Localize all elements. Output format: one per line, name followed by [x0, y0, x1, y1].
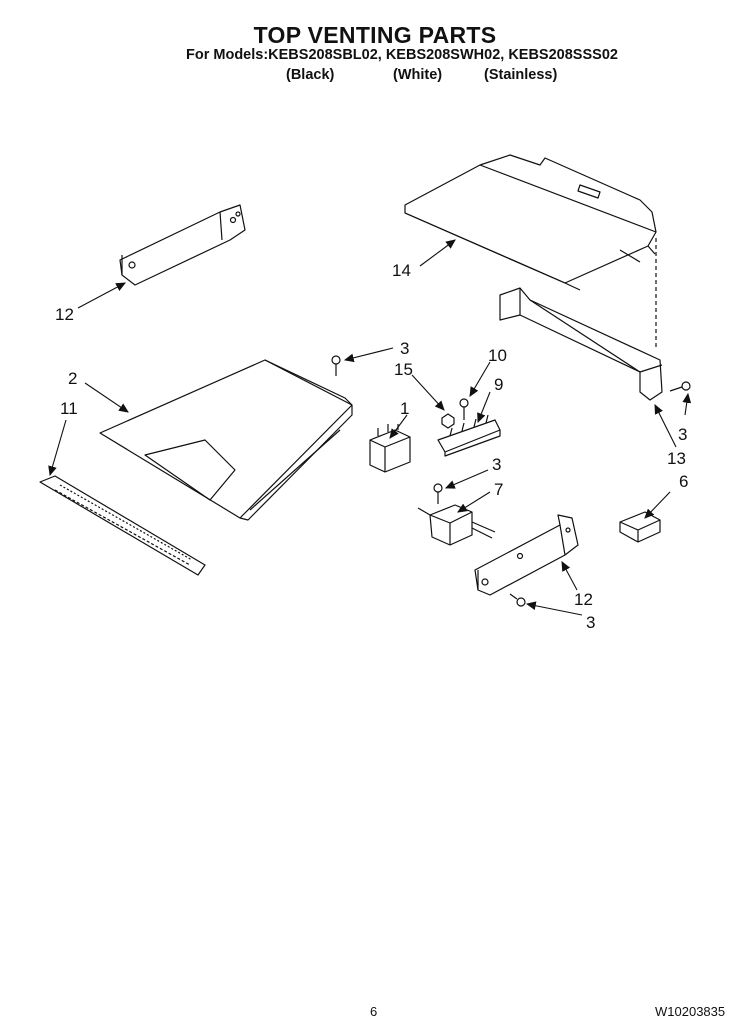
callout-3-bottom: 3 [586, 613, 595, 632]
callout-14: 14 [392, 261, 411, 280]
callout-6: 6 [679, 472, 688, 491]
part-10-screw [459, 398, 469, 420]
part-3-screw-right [669, 381, 691, 392]
part-15-nut [441, 413, 455, 429]
part-7-transformer [417, 504, 496, 546]
variant-black: (Black) [286, 67, 335, 83]
callout-1: 1 [400, 399, 409, 418]
part-6-clip [619, 511, 661, 543]
callout-3-mid: 3 [492, 455, 501, 474]
variant-stainless: (Stainless) [484, 67, 558, 83]
leader-lines [48, 239, 692, 616]
callout-3-right: 3 [678, 425, 687, 444]
part-12-upper-bracket [119, 204, 246, 286]
callout-labels: 14 12 3 2 11 10 15 9 1 3 13 3 6 7 12 3 [55, 261, 688, 632]
variant-white: (White) [393, 67, 443, 83]
part-11-grille-strip [39, 475, 206, 576]
part-14-vent-cover [404, 154, 657, 350]
callout-12-lower: 12 [574, 590, 593, 609]
diagram-title: TOP VENTING PARTS [253, 22, 497, 48]
callout-9: 9 [494, 375, 503, 394]
callout-11: 11 [60, 399, 78, 418]
part-3-screw-bottom [509, 593, 526, 607]
document-code: W10203835 [655, 1004, 726, 1019]
callout-7: 7 [494, 480, 503, 499]
model-list: For Models:KEBS208SBL02, KEBS208SWH02, K… [186, 47, 618, 63]
callout-13: 13 [667, 449, 686, 468]
part-2-top-panel [99, 359, 353, 521]
callout-10: 10 [488, 346, 507, 365]
callout-12-upper: 12 [55, 305, 74, 324]
part-3-screw-mid [433, 483, 443, 504]
part-1-relay [369, 424, 411, 473]
part-12-lower-bracket [474, 514, 579, 596]
callout-3-top: 3 [400, 339, 409, 358]
callout-2: 2 [68, 369, 77, 388]
page-number: 6 [370, 1004, 378, 1019]
part-3-screw-top [331, 355, 341, 376]
part-13-bracket [499, 287, 663, 401]
part-9-terminal-block [437, 414, 501, 457]
callout-15: 15 [394, 360, 413, 379]
